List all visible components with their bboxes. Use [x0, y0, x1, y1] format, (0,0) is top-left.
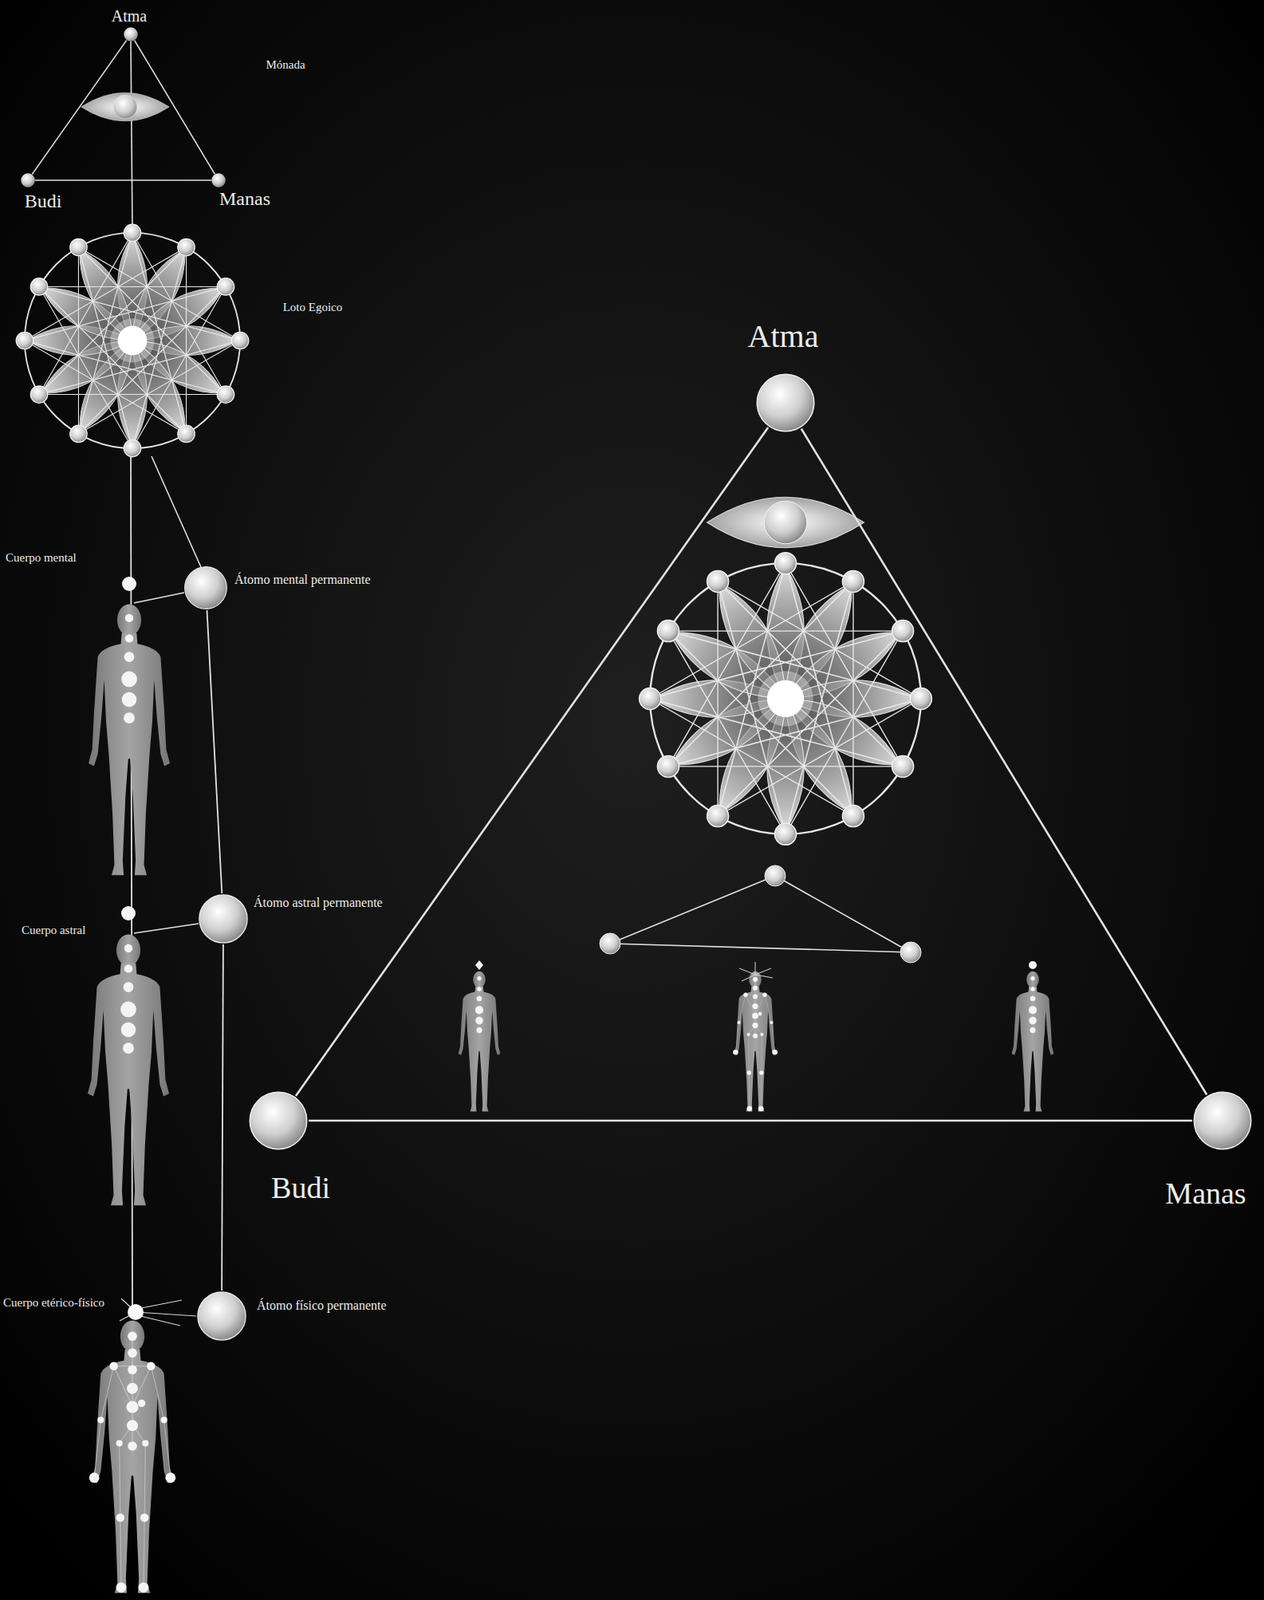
head-dot — [1028, 960, 1037, 969]
circle-shape — [755, 372, 816, 434]
circle-fill — [199, 894, 248, 943]
triangle-vertex — [900, 941, 922, 963]
circle-shape — [196, 1290, 248, 1342]
eye-symbol — [707, 496, 865, 548]
node-circle: Budi — [248, 1090, 309, 1151]
body-dot — [122, 576, 137, 591]
node-circle: Atma — [755, 372, 816, 434]
connector-line — [31, 39, 127, 174]
circle-shape — [183, 565, 229, 611]
circle-fill — [212, 173, 226, 188]
connector-line — [221, 944, 224, 1291]
node-label: Atma — [748, 318, 820, 355]
node-circle: Manas — [1192, 1090, 1253, 1151]
node-circle: Manas — [211, 173, 226, 188]
circle-shape — [1192, 1090, 1253, 1151]
ray — [755, 961, 757, 975]
node-circle: Átomo astral permanente — [197, 893, 249, 945]
circle-fill — [21, 173, 36, 188]
link-line — [133, 592, 185, 603]
circle-fill — [185, 567, 228, 610]
node-circle: Átomo físico permanente — [196, 1290, 248, 1342]
free-label: Cuerpo mental — [5, 551, 77, 565]
node-label: Manas — [1165, 1176, 1246, 1212]
sutratma-line — [130, 446, 133, 1308]
ray — [137, 1299, 182, 1309]
connector-line — [308, 1119, 1193, 1123]
node-circle: Átomo mental permanente — [183, 565, 229, 611]
circle-shape — [20, 173, 36, 188]
ray — [135, 1311, 197, 1316]
ray — [137, 1315, 181, 1326]
ray — [755, 968, 772, 975]
ray — [739, 968, 756, 975]
diamond-dot — [475, 960, 484, 970]
egoic-lotus — [15, 224, 249, 457]
node-label: Manas — [219, 188, 271, 211]
circle-fill — [197, 1291, 246, 1340]
head-rays — [739, 961, 773, 981]
circle-shape — [211, 173, 226, 188]
body-dot — [127, 1303, 144, 1320]
small-figure — [1011, 971, 1055, 1112]
node-label: Atma — [111, 7, 147, 26]
astral-body-figure — [87, 933, 170, 1205]
free-label: Loto Egoico — [283, 300, 343, 315]
eye-symbol — [81, 92, 170, 122]
circle-shape — [248, 1090, 309, 1151]
node-circle: Atma — [123, 27, 138, 42]
body-dot — [121, 905, 136, 921]
connector-line — [134, 40, 216, 175]
node-circle: Budi — [20, 173, 36, 188]
circle-shape — [197, 893, 249, 945]
ray — [755, 974, 773, 978]
node-label: Átomo físico permanente — [256, 1298, 387, 1313]
connector-line — [35, 179, 212, 182]
free-label: Cuerpo astral — [21, 923, 86, 938]
free-label: Mónada — [265, 58, 305, 72]
etheric-body-figure — [89, 1320, 177, 1594]
triangle-vertex — [764, 865, 786, 886]
circle-fill — [124, 27, 138, 42]
small-figure — [458, 971, 501, 1112]
circle-fill — [249, 1091, 307, 1149]
connector-line — [801, 429, 1207, 1095]
free-label: Cuerpo etérico-físico — [3, 1295, 105, 1310]
personality-triangle — [610, 875, 911, 953]
connector-line — [207, 610, 223, 894]
node-label: Átomo astral permanente — [253, 895, 383, 910]
circle-fill — [756, 374, 814, 431]
node-label: Átomo mental permanente — [234, 572, 371, 587]
ray — [741, 974, 756, 981]
antakarana-line — [151, 456, 201, 568]
small-figure — [732, 971, 778, 1112]
link-line — [133, 923, 199, 934]
triangle-vertex — [599, 933, 621, 954]
circle-shape — [123, 27, 138, 42]
connector-line — [295, 427, 768, 1096]
mental-body-figure — [88, 603, 170, 875]
node-label: Budi — [24, 190, 63, 213]
egoic-lotus — [639, 552, 933, 846]
sutratma-line — [130, 41, 133, 229]
circle-fill — [1193, 1091, 1251, 1149]
node-label: Budi — [271, 1170, 331, 1206]
